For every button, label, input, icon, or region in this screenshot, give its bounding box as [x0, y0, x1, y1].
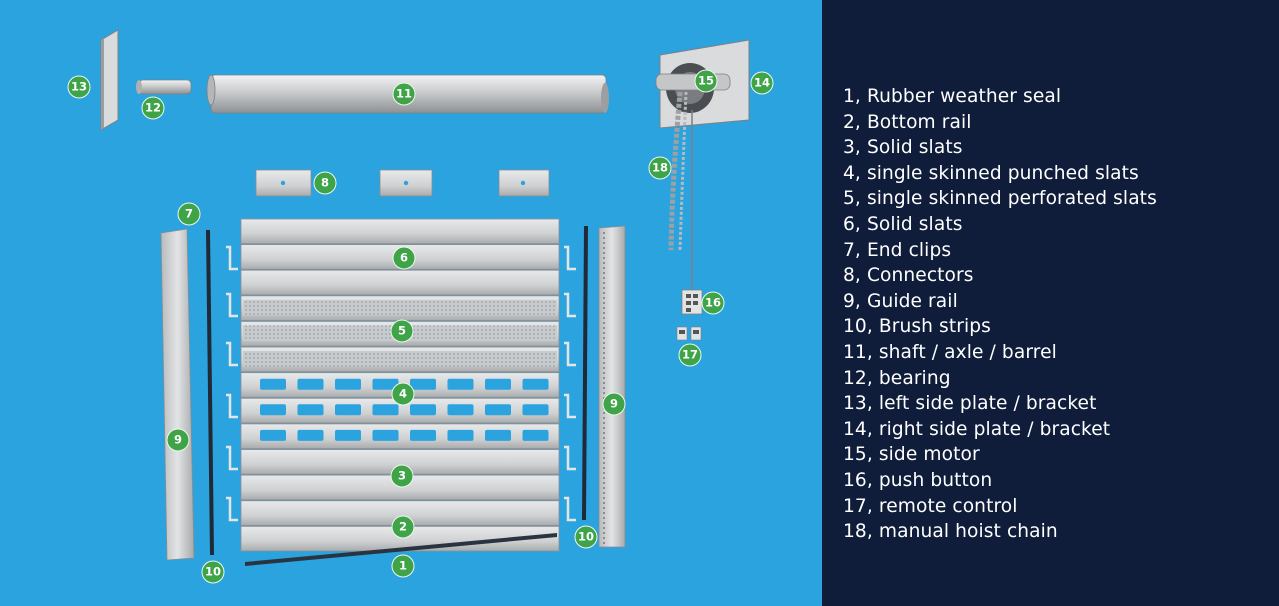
- remote-controls: [676, 326, 702, 341]
- slat-1: [240, 218, 560, 245]
- punched-slot: [260, 429, 286, 441]
- callout-10-right: 10: [574, 525, 598, 549]
- callout-17: 17: [678, 343, 702, 367]
- callout-2: 2: [391, 515, 415, 539]
- punched-slot: [522, 378, 549, 390]
- punched-slot: [372, 378, 399, 390]
- legend-item-10: 10, Brush strips: [843, 316, 991, 338]
- punched-slot: [335, 404, 361, 416]
- end-clip: [564, 496, 576, 522]
- callout-3: 3: [390, 464, 414, 488]
- punched-slot: [410, 378, 436, 390]
- callout-13: 13: [67, 75, 91, 99]
- legend-item-12: 12, bearing: [843, 367, 951, 389]
- end-clip: [564, 393, 576, 419]
- callout-16: 16: [701, 291, 725, 315]
- callout-7: 7: [177, 202, 201, 226]
- callout-6: 6: [392, 246, 416, 270]
- punched-slot: [522, 429, 549, 441]
- punched-slot: [372, 429, 399, 441]
- callout-9-right: 9: [602, 392, 626, 416]
- punched-slot: [485, 378, 511, 390]
- punched-slot: [297, 429, 324, 441]
- left-side-plate: [100, 29, 119, 131]
- callout-15: 15: [694, 69, 718, 93]
- callout-10-left: 10: [201, 560, 225, 584]
- callout-4: 4: [391, 382, 415, 406]
- bearing: [136, 79, 192, 95]
- end-clip: [226, 393, 238, 419]
- legend-item-1: 1, Rubber weather seal: [843, 86, 1062, 107]
- punched-slot: [447, 378, 474, 390]
- push-button-box: [681, 289, 703, 315]
- legend-item-9: 9, Guide rail: [843, 290, 958, 312]
- punched-slot: [335, 429, 361, 441]
- legend-item-13: 13, left side plate / bracket: [843, 393, 1097, 415]
- perforation-band: [243, 299, 557, 316]
- punched-slot: [522, 404, 549, 416]
- parts-legend: 1, Rubber weather seal 2, Bottom rail 3,…: [843, 84, 1157, 545]
- end-clip: [226, 341, 238, 367]
- punched-slot: [335, 378, 361, 390]
- punched-slot: [260, 404, 286, 416]
- punched-slot: [485, 429, 511, 441]
- end-clip: [564, 245, 576, 271]
- callout-5: 5: [390, 319, 414, 343]
- legend-panel: 1, Rubber weather seal 2, Bottom rail 3,…: [822, 0, 1279, 606]
- legend-item-8: 8, Connectors: [843, 265, 974, 287]
- callout-9-left: 9: [166, 428, 190, 452]
- punched-slot: [410, 404, 436, 416]
- callout-18: 18: [648, 156, 672, 180]
- end-clip: [226, 245, 238, 271]
- end-clip: [564, 292, 576, 318]
- callout-11: 11: [392, 82, 416, 106]
- connectors: [255, 169, 550, 197]
- end-clip: [564, 341, 576, 367]
- callout-1: 1: [391, 554, 415, 578]
- punched-slot: [447, 429, 474, 441]
- punched-slot: [297, 404, 324, 416]
- callout-12: 12: [141, 96, 165, 120]
- end-clip: [226, 496, 238, 522]
- callout-14: 14: [750, 71, 774, 95]
- legend-item-4: 4, single skinned punched slats: [843, 162, 1139, 184]
- hoist-chain: [668, 91, 688, 251]
- exploded-diagram: 1 2 3 4 5 6 7 8 9 9 10 10 11 12 13 14 15…: [0, 0, 822, 606]
- legend-item-2: 2, Bottom rail: [843, 111, 972, 133]
- legend-item-18: 18, manual hoist chain: [843, 521, 1058, 543]
- punched-slot: [260, 378, 286, 390]
- legend-item-7: 7, End clips: [843, 239, 952, 261]
- slat-3: [240, 269, 560, 296]
- callout-8: 8: [313, 171, 337, 195]
- legend-item-5: 5, single skinned perforated slats: [843, 188, 1157, 210]
- legend-item-11: 11, shaft / axle / barrel: [843, 341, 1057, 363]
- legend-item-6: 6, Solid slats: [843, 213, 963, 235]
- end-clip: [226, 292, 238, 318]
- end-clip: [564, 445, 576, 471]
- end-clips: [226, 245, 576, 522]
- rubber-weather-seal: [245, 533, 557, 566]
- legend-item-16: 16, push button: [843, 469, 993, 491]
- punched-slot: [372, 404, 399, 416]
- punched-slot: [447, 404, 474, 416]
- punched-slot: [485, 404, 511, 416]
- legend-item-17: 17, remote control: [843, 495, 1018, 517]
- legend-item-3: 3, Solid slats: [843, 137, 963, 159]
- slat-9: [240, 423, 560, 449]
- brush-strips: [206, 225, 588, 556]
- guide-rails: [160, 225, 626, 561]
- punched-slot: [297, 378, 324, 390]
- punched-slot: [410, 429, 436, 441]
- end-clip: [226, 445, 238, 471]
- perforation-band: [243, 351, 557, 367]
- legend-item-15: 15, side motor: [843, 444, 980, 466]
- legend-item-14: 14, right side plate / bracket: [843, 418, 1111, 440]
